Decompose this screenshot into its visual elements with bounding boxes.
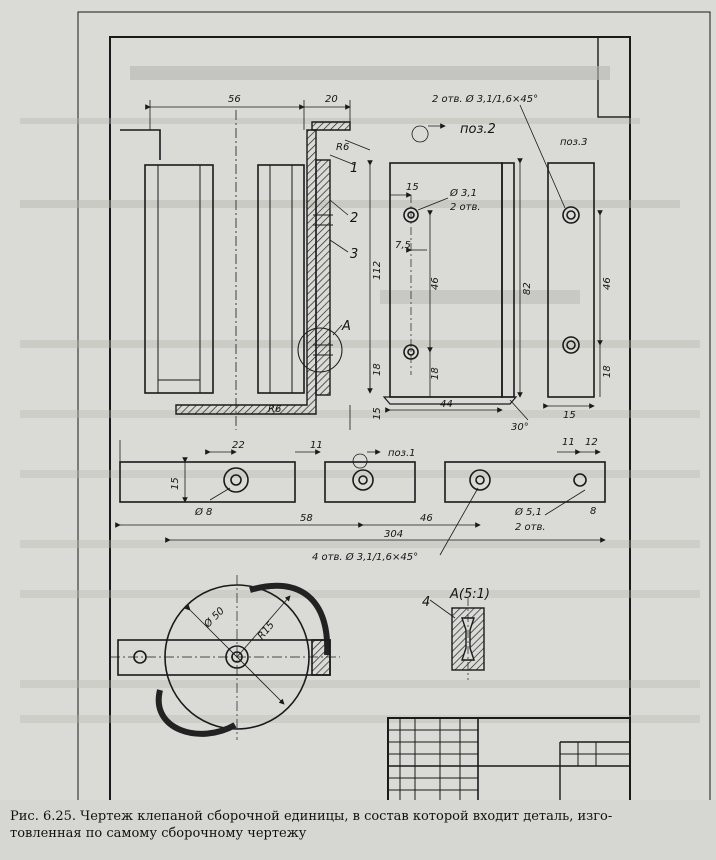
dim-15-hole: 15 [406, 182, 419, 193]
vertical-dimensions-middle [349, 160, 373, 430]
bottom-view [110, 575, 340, 740]
label-poz3: поз.3 [560, 137, 588, 148]
leader-lines-middle [329, 199, 349, 336]
assembly-drawing: 56 20 R6 1 2 3 A 112 18 15 R6 [20, 11, 711, 800]
dim-hole-d51: Ø 5,1 [514, 506, 542, 518]
dim-15-strip: 15 [170, 477, 181, 490]
dim-chamfer-top: 2 отв. Ø 3,1/1,6×45° [432, 93, 538, 105]
front-view-middle [235, 110, 305, 430]
dim-r6-bottom: R6 [268, 404, 281, 415]
callout-3: 3 [350, 247, 358, 262]
strip-dims [115, 440, 606, 556]
dim-15-left: 15 [372, 407, 383, 420]
dim-304: 304 [384, 529, 403, 540]
detail-a-view [429, 598, 485, 680]
dim-82: 82 [522, 282, 533, 295]
dim-112: 112 [372, 261, 383, 280]
dim-12: 12 [585, 437, 598, 448]
caption-line-1: Рис. 6.25. Чертеж клепаной сборочной еди… [10, 809, 613, 824]
dim-46-mid: 46 [430, 277, 441, 290]
drawing-sheet: 56 20 R6 1 2 3 A 112 18 15 R6 [20, 11, 711, 800]
angle-section [175, 121, 351, 415]
dim-d50: Ø 50 [201, 605, 227, 631]
dim-56: 56 [228, 94, 241, 105]
figure-caption: Рис. 6.25. Чертеж клепаной сборочной еди… [10, 808, 710, 842]
bleed-through-text [20, 66, 700, 723]
dim-11-mid: 11 [310, 440, 323, 451]
part-poz3-view [547, 162, 595, 398]
dim-20: 20 [325, 94, 338, 105]
dim-11-right: 11 [562, 437, 575, 448]
label-detail-a: A(5:1) [449, 587, 490, 602]
dim-chamfer-bottom: 4 отв. Ø 3,1/1,6×45° [312, 551, 418, 563]
dim-hole-d31: Ø 3,1 [449, 187, 477, 199]
poz3-dims [519, 104, 603, 409]
callout-a: A [341, 319, 351, 334]
dim-angle-30: 30° [511, 422, 529, 433]
callout-2: 2 [350, 211, 358, 226]
dim-46-right: 46 [602, 277, 613, 290]
label-poz1: поз.1 [388, 448, 416, 459]
part-poz2-view [382, 162, 518, 405]
dim-two-holes-b: 2 отв. [515, 522, 546, 533]
dim-22: 22 [232, 440, 245, 451]
dim-r6-top: R6 [336, 142, 349, 153]
dim-d8-left: Ø 8 [194, 506, 212, 518]
dim-18-left: 18 [372, 363, 383, 376]
dim-15-right: 15 [563, 410, 576, 421]
dim-7-5: 7,5 [395, 240, 411, 251]
caption-line-2: товленная по самому сборочному чертежу [10, 826, 307, 841]
callout-1: 1 [350, 161, 358, 176]
front-view-left [120, 129, 214, 394]
title-block [387, 717, 631, 800]
label-poz2: поз.2 [460, 122, 496, 137]
dim-18-mid: 18 [430, 367, 441, 380]
dim-44: 44 [440, 399, 453, 410]
dim-r15: R15 [256, 620, 277, 642]
dim-46-strip: 46 [420, 513, 433, 524]
top-dimensions [145, 100, 371, 166]
strip-poz1-view [119, 461, 606, 503]
dim-two-holes: 2 отв. [450, 202, 481, 213]
dim-18-right: 18 [602, 365, 613, 378]
callout-4: 4 [422, 595, 430, 610]
poz2-dims [385, 123, 529, 421]
dim-8-right: 8 [590, 506, 596, 517]
dim-58: 58 [300, 513, 313, 524]
